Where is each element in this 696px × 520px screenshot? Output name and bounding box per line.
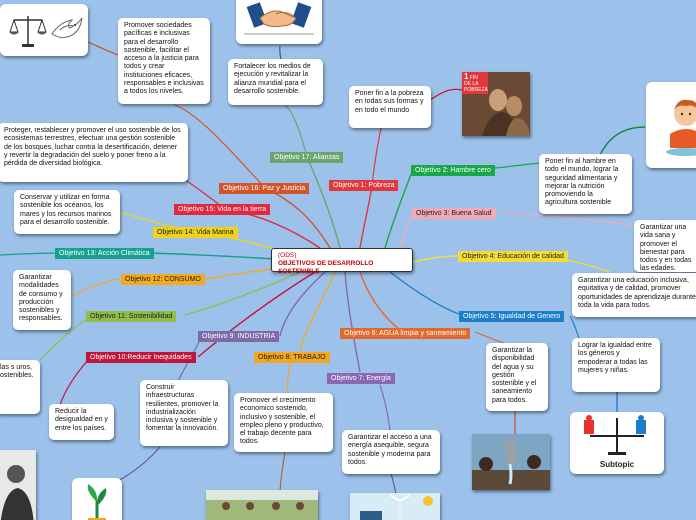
connector-1-desc xyxy=(371,124,383,186)
child-icon xyxy=(666,99,696,156)
handshake-image xyxy=(236,0,322,44)
connector-10-desc xyxy=(59,359,89,406)
description-15[interactable]: Proteger, restablecer y promover el uso … xyxy=(0,123,188,182)
objective-12-label[interactable]: Objetivo 12: CONSUMO xyxy=(121,274,205,285)
objective-11-label[interactable]: Objetivo 11: Sostenibilidad xyxy=(86,311,177,322)
balance-scale-icon xyxy=(584,415,646,455)
description-17[interactable]: Fortalecer los medios de ejecución y rev… xyxy=(228,59,323,105)
wind-turbine-icon xyxy=(360,494,433,520)
description-1[interactable]: Poner fin a la pobreza en todas sus form… xyxy=(349,86,431,128)
handshake-icon xyxy=(244,2,314,35)
branch-line-1 xyxy=(359,184,373,249)
branch-line-11 xyxy=(184,271,301,316)
description-10[interactable]: Reducir la desigualdad en y entre los pa… xyxy=(49,404,114,440)
dove-scales-icon xyxy=(9,16,83,47)
poverty-photo: 1 FIN DE LA POBREZA xyxy=(462,72,530,136)
connector-8-desc xyxy=(287,361,291,395)
branch-line-17 xyxy=(306,156,341,249)
objective-4-label[interactable]: Objetivo 4: Educación de calidad xyxy=(458,251,568,262)
connector-11-desc xyxy=(39,317,89,361)
description-11-partial[interactable]: las s uros, ostenibles. xyxy=(0,360,40,414)
objective-3-label[interactable]: Objetivo 3: Buena Salud xyxy=(412,208,496,219)
branch-line-9 xyxy=(279,271,326,337)
description-5[interactable]: Lograr la igualdad entre los géneros y e… xyxy=(572,338,660,392)
connector-16-image xyxy=(87,41,119,56)
description-9[interactable]: Construir infraestructuras resilientes, … xyxy=(140,380,228,446)
connector-7-desc xyxy=(379,384,391,431)
objective-9-label[interactable]: Objetivo 9: INDUSTRIA xyxy=(198,331,280,342)
objective-14-label[interactable]: Objetivo 14: Vida Marina xyxy=(153,227,238,238)
connector-12-desc xyxy=(71,278,121,297)
objective-7-label[interactable]: Objetivo 7: Energía xyxy=(327,373,395,384)
connector-13-desc xyxy=(0,252,61,256)
description-8[interactable]: Promover el crecimiento economico sosten… xyxy=(234,393,333,452)
connector-2-image xyxy=(599,126,646,156)
description-2[interactable]: Poner fin al hambre en todo el mundo, lo… xyxy=(539,154,632,214)
connector-16-desc xyxy=(174,104,266,189)
central-topic-line1: (ODS) xyxy=(278,252,297,259)
branch-line-7 xyxy=(344,271,361,373)
description-6[interactable]: Garantizar la disponibilidad del agua y … xyxy=(486,343,548,411)
connector-17-desc xyxy=(284,104,308,158)
energy-photo xyxy=(350,493,440,520)
branch-line-5 xyxy=(389,271,466,317)
description-7[interactable]: Garantizar el acceso a una energía asequ… xyxy=(342,430,440,474)
work-photo xyxy=(206,490,318,520)
central-topic-line2: OBJETIVOS DE DESARROLLO SOSTENIBLE xyxy=(278,260,374,275)
objective-1-label[interactable]: Objetivo 1: Pobreza xyxy=(329,180,399,191)
poverty-poster-badge: 1 FIN DE LA POBREZA xyxy=(462,72,488,94)
peace-justice-image xyxy=(0,4,88,56)
branch-line-10 xyxy=(197,271,316,358)
branch-line-2 xyxy=(384,171,413,249)
objective-2-label[interactable]: Objetivo 2: Hambre cero xyxy=(411,165,495,176)
description-12[interactable]: Garantizar modalidades de consumo y prod… xyxy=(13,270,71,330)
branch-line-8 xyxy=(299,271,336,351)
objective-16-label[interactable]: Objetivo 16: Paz y Justicia xyxy=(219,183,310,194)
connector-3-desc xyxy=(499,212,636,226)
description-4[interactable]: Garantizar una educación inclusiva, equi… xyxy=(572,273,696,317)
industry-image xyxy=(72,478,122,520)
inequality-photo xyxy=(0,450,36,520)
branch-line-16 xyxy=(264,187,331,249)
objective-8-label[interactable]: Objetivo 8: TRABAJO xyxy=(254,352,330,363)
description-3[interactable]: Garantizar una vida sana y promover el b… xyxy=(634,220,696,272)
branch-line-13 xyxy=(149,252,291,261)
objective-17-label[interactable]: Objetivo 17: Alianzas xyxy=(270,152,344,163)
connector-8-image xyxy=(279,451,286,496)
water-tap-icon xyxy=(472,440,550,490)
central-topic[interactable]: (ODS) OBJETIVOS DE DESARROLLO SOSTENIBLE xyxy=(271,248,413,275)
description-16[interactable]: Promover sociedades pacíficas e inclusiv… xyxy=(118,18,210,104)
branch-line-6 xyxy=(359,271,401,331)
workers-icon xyxy=(206,490,318,510)
objective-15-label[interactable]: Objetivo 15: Vida en la tierra xyxy=(174,204,271,215)
zero-hunger-image xyxy=(646,82,696,168)
subtopic-label[interactable]: Subtopic xyxy=(599,460,635,469)
objective-10-label[interactable]: Objetivo 10:Reducir Inequidades xyxy=(86,352,196,363)
water-photo xyxy=(472,434,550,490)
people-icon xyxy=(482,89,530,136)
plant-icon xyxy=(87,484,107,520)
gender-equality-image: Subtopic xyxy=(570,412,664,474)
objective-6-label[interactable]: Objetivo 6: AGUA limpia y saneamiento xyxy=(340,328,471,339)
objective-5-label[interactable]: Objetivo 5: Igualdad de Genero xyxy=(459,311,565,322)
objective-13-label[interactable]: Objetivo 13: Acción Climática xyxy=(55,248,154,259)
person-sketch-icon xyxy=(0,465,34,520)
branch-line-4 xyxy=(412,255,459,263)
description-14[interactable]: Conservar y utilizar en forma sostenible… xyxy=(14,190,120,234)
connector-1-image xyxy=(429,88,463,101)
